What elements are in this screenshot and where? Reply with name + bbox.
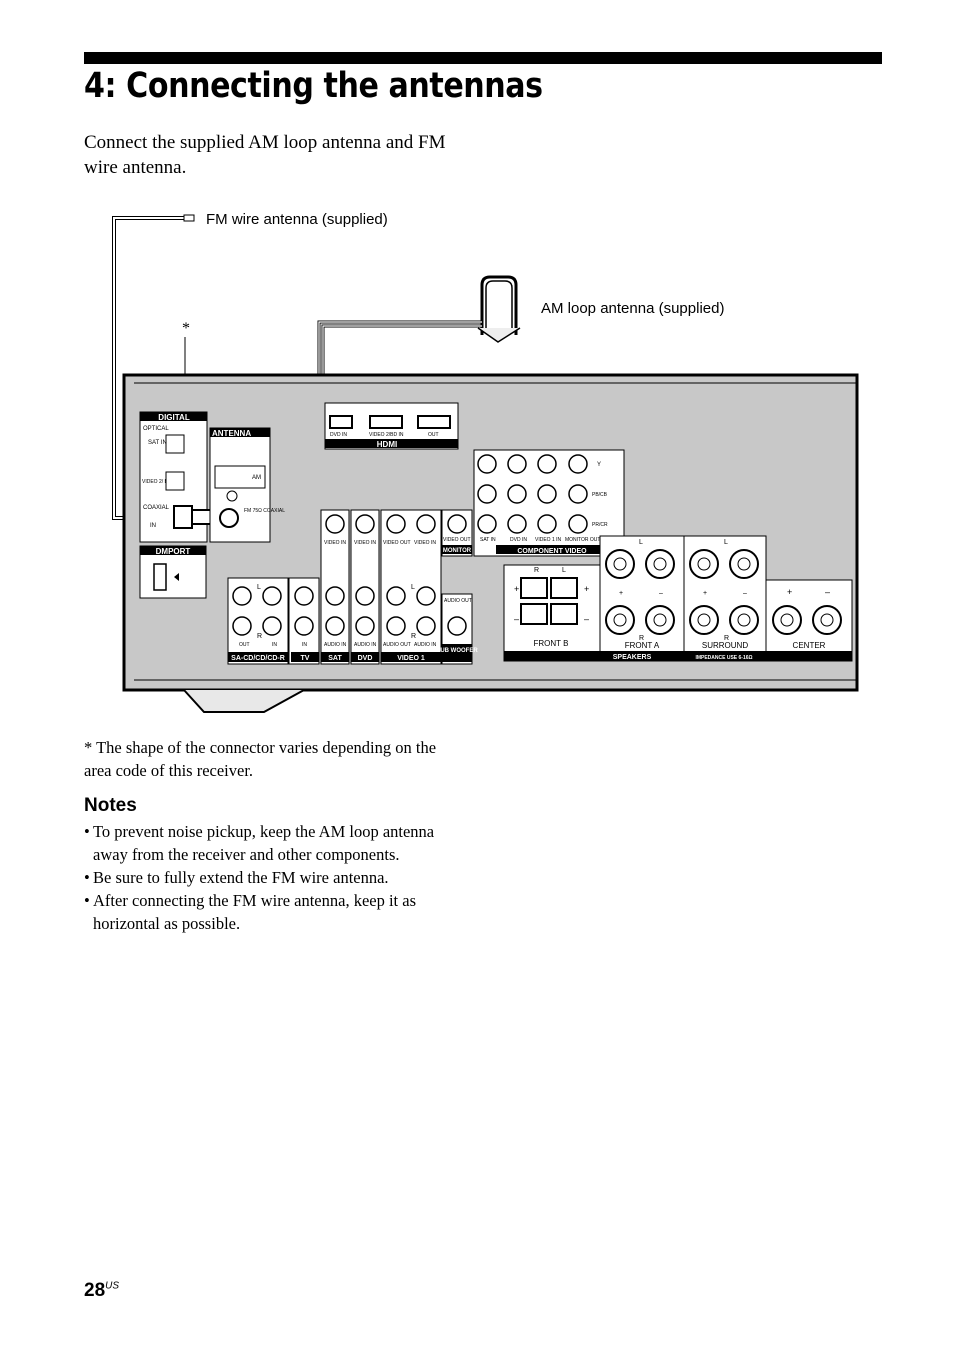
svg-text:DVD: DVD (358, 655, 373, 662)
am-antenna-label: AM loop antenna (supplied) (541, 300, 724, 317)
svg-text:FRONT A: FRONT A (625, 641, 660, 650)
svg-text:R: R (724, 635, 729, 642)
svg-text:–: – (743, 590, 747, 597)
svg-text:L: L (562, 567, 566, 574)
svg-text:PB/CB: PB/CB (592, 492, 608, 498)
svg-text:VIDEO IN: VIDEO IN (414, 540, 436, 546)
svg-text:AUDIO OUT: AUDIO OUT (444, 598, 472, 604)
svg-text:IMPEDANCE USE 6-16Ω: IMPEDANCE USE 6-16Ω (695, 655, 752, 661)
svg-text:+: + (514, 584, 519, 594)
svg-text:SURROUND: SURROUND (702, 641, 748, 650)
svg-text:+: + (703, 590, 707, 597)
svg-text:VIDEO OUT: VIDEO OUT (443, 537, 471, 543)
svg-text:L: L (639, 539, 643, 546)
svg-text:L: L (411, 584, 415, 591)
note-item: After connecting the FM wire antenna, ke… (84, 889, 464, 935)
svg-text:VIDEO 2/BD IN: VIDEO 2/BD IN (369, 432, 404, 438)
svg-text:L: L (724, 539, 728, 546)
svg-text:VIDEO 2/ BD IN: VIDEO 2/ BD IN (142, 479, 178, 485)
svg-text:SAT: SAT (328, 655, 342, 662)
svg-text:VIDEO OUT: VIDEO OUT (383, 540, 411, 546)
svg-text:MONITOR: MONITOR (443, 548, 472, 554)
note-item: Be sure to fully extend the FM wire ante… (84, 866, 464, 889)
svg-text:AUDIO IN: AUDIO IN (414, 642, 437, 648)
svg-text:OUT: OUT (428, 432, 439, 438)
svg-text:COAXIAL: COAXIAL (143, 505, 170, 511)
page-title: 4: Connecting the antennas (84, 66, 543, 106)
svg-text:–: – (584, 614, 589, 624)
note-item: To prevent noise pickup, keep the AM loo… (84, 820, 464, 866)
svg-text:L: L (257, 584, 261, 591)
svg-text:TV: TV (301, 655, 310, 662)
svg-text:OPTICAL: OPTICAL (143, 426, 169, 432)
dmport-label: DMPORT (156, 547, 191, 556)
svg-text:OUT: OUT (239, 642, 250, 648)
hdmi-label: HDMI (377, 440, 397, 449)
page-region-suffix: US (105, 1280, 120, 1292)
svg-text:IN: IN (272, 642, 277, 648)
svg-text:+: + (787, 587, 792, 597)
intro-text: Connect the supplied AM loop antenna and… (84, 132, 446, 178)
antenna-label: ANTENNA (212, 429, 251, 438)
svg-text:Y: Y (597, 462, 601, 468)
svg-text:–: – (514, 614, 519, 624)
svg-text:+: + (584, 584, 589, 594)
svg-text:SAT IN: SAT IN (480, 537, 496, 543)
svg-text:R: R (534, 567, 539, 574)
svg-text:DVD IN: DVD IN (330, 432, 347, 438)
svg-text:IN: IN (302, 642, 307, 648)
svg-text:CENTER: CENTER (793, 641, 826, 650)
connector-footnote: * The shape of the connector varies depe… (84, 738, 437, 780)
svg-text:+: + (619, 590, 623, 597)
svg-text:FM 75Ω COAXIAL: FM 75Ω COAXIAL (244, 508, 285, 514)
asterisk-marker: * (182, 320, 190, 337)
svg-text:R: R (411, 633, 416, 640)
fm-antenna-label: FM wire antenna (supplied) (206, 211, 388, 228)
title-rule (84, 52, 882, 64)
component-video-label: COMPONENT VIDEO (517, 548, 587, 555)
svg-text:AUDIO IN: AUDIO IN (324, 642, 347, 648)
receiver-rear-panel: DIGITAL OPTICAL SAT IN VIDEO 2/ BD IN CO… (122, 373, 859, 713)
svg-text:SPEAKERS: SPEAKERS (613, 654, 652, 661)
svg-text:SA-CD/CD/CD-R: SA-CD/CD/CD-R (231, 655, 285, 662)
svg-text:MONITOR OUT: MONITOR OUT (565, 537, 600, 543)
svg-text:VIDEO 1: VIDEO 1 (397, 655, 425, 662)
digital-label: DIGITAL (158, 413, 190, 422)
svg-text:VIDEO IN: VIDEO IN (354, 540, 376, 546)
svg-text:AM: AM (252, 475, 261, 481)
svg-text:–: – (825, 587, 830, 597)
svg-text:R: R (639, 635, 644, 642)
svg-text:AUDIO IN: AUDIO IN (354, 642, 377, 648)
page-number: 28US (84, 1280, 120, 1301)
svg-text:SUB WOOFER: SUB WOOFER (436, 648, 478, 654)
svg-text:VIDEO IN: VIDEO IN (324, 540, 346, 546)
notes-heading: Notes (84, 795, 137, 816)
svg-text:–: – (659, 590, 663, 597)
svg-text:IN: IN (150, 523, 156, 529)
svg-text:FRONT B: FRONT B (534, 639, 569, 648)
notes-list: To prevent noise pickup, keep the AM loo… (84, 820, 464, 935)
svg-text:DVD IN: DVD IN (510, 537, 527, 543)
svg-text:VIDEO 1 IN: VIDEO 1 IN (535, 537, 562, 543)
antenna-connection-diagram: FM wire antenna (supplied) * AM loop ant… (84, 200, 884, 720)
svg-text:R: R (257, 633, 262, 640)
svg-text:AUDIO OUT: AUDIO OUT (383, 642, 411, 648)
svg-text:SAT IN: SAT IN (148, 440, 167, 446)
svg-text:PR/CR: PR/CR (592, 522, 608, 528)
